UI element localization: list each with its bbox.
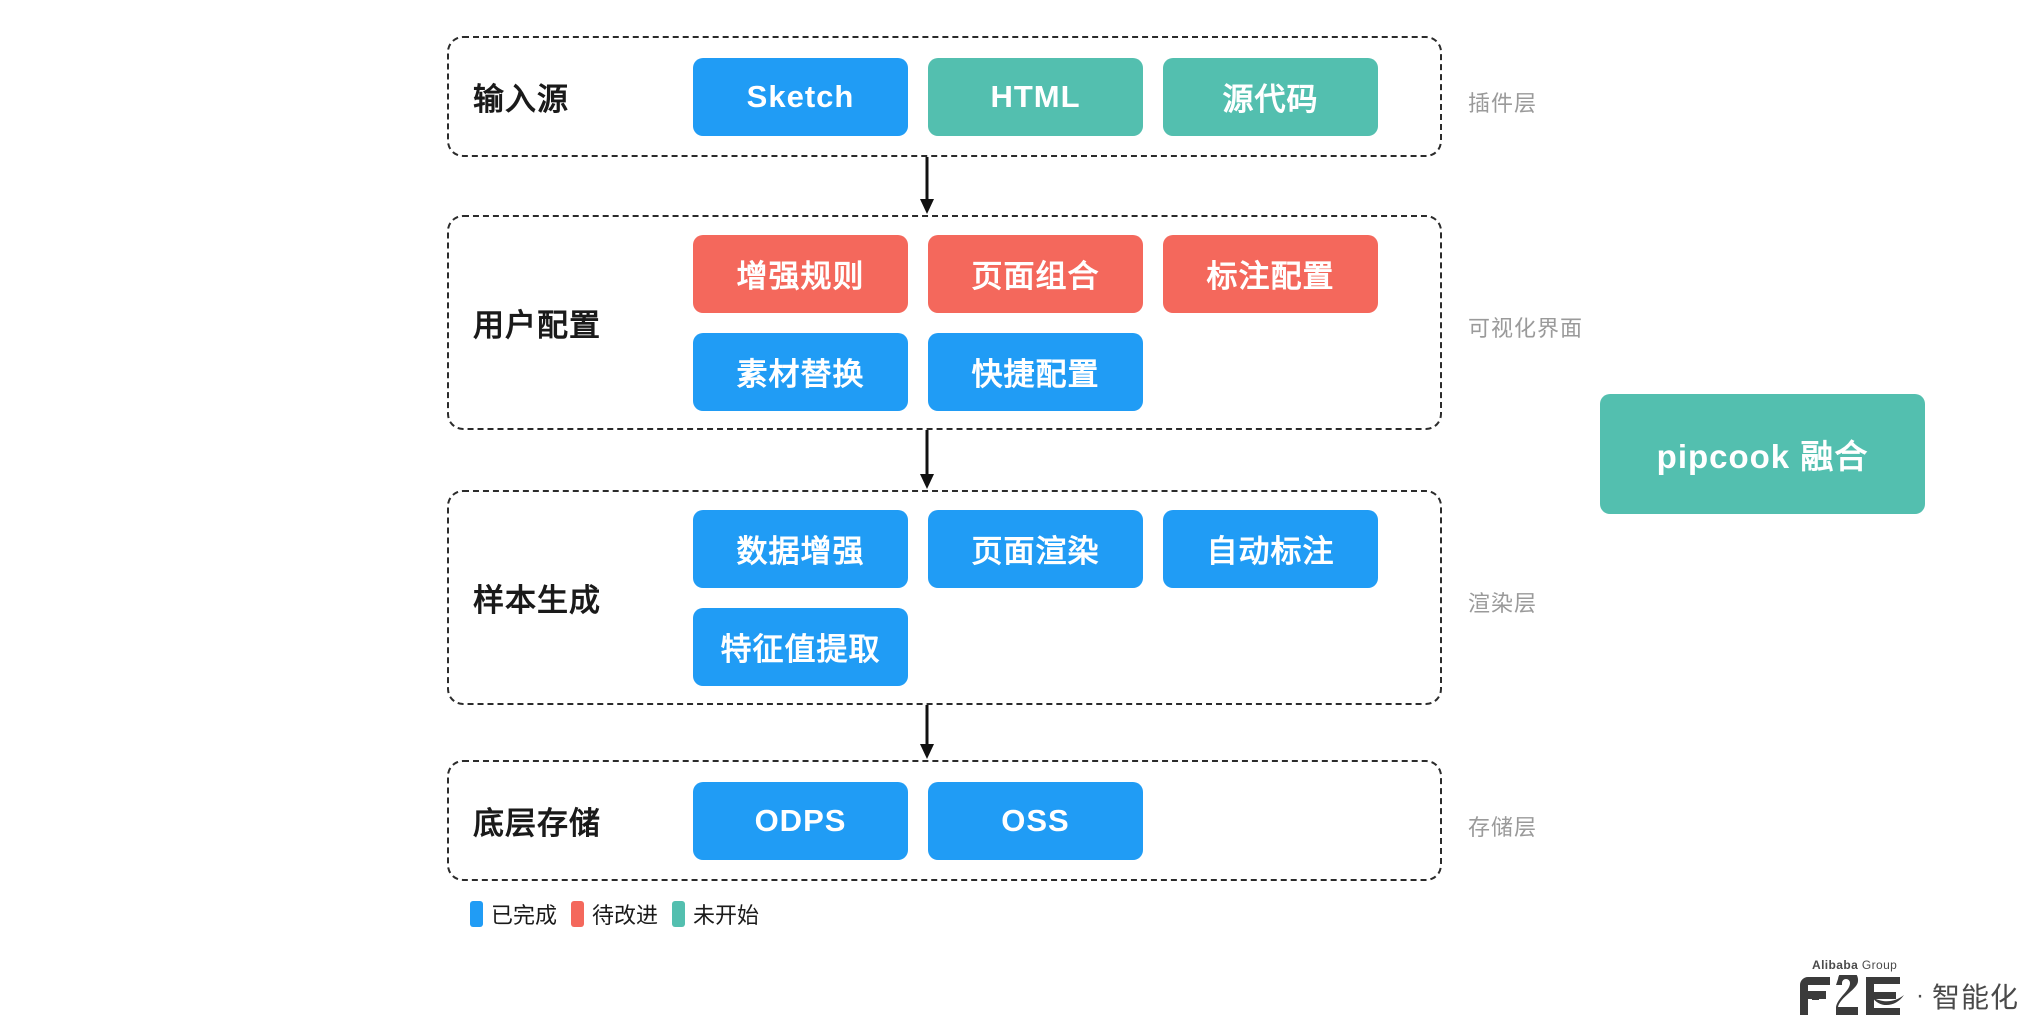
brand-bottom-row: · 智能化	[1796, 975, 2019, 1017]
chip-asset-replacement[interactable]: 素材替换	[693, 332, 908, 411]
legend-label-done: 已完成	[491, 903, 558, 928]
chip-data-augmentation[interactable]: 数据增强	[693, 509, 908, 588]
legend-label-needs-improvement: 待改进	[592, 903, 659, 928]
layer-title-storage: 底层存储	[473, 806, 601, 841]
layer-sample-generation: 样本生成 数据增强 页面渲染 自动标注 特征值提取	[447, 490, 1442, 705]
arrow-sample-to-storage	[918, 705, 936, 760]
chip-auto-annotation[interactable]: 自动标注	[1163, 509, 1378, 588]
layer-title-user-config: 用户配置	[473, 308, 601, 343]
chip-source-code[interactable]: 源代码	[1163, 57, 1378, 136]
legend-label-not-started: 未开始	[693, 903, 760, 928]
legend-swatch-done-icon	[470, 901, 483, 927]
layer-title-sample-generation: 样本生成	[473, 583, 601, 618]
layer-input-source: 输入源 Sketch HTML 源代码	[447, 36, 1442, 157]
chip-html[interactable]: HTML	[928, 57, 1143, 136]
legend-item-needs-improvement: 待改进	[571, 898, 658, 930]
legend-item-done: 已完成	[470, 898, 557, 930]
side-label-storage-layer: 存储层	[1468, 815, 1538, 840]
arrow-input-to-config	[918, 157, 936, 215]
chip-oss[interactable]: OSS	[928, 781, 1143, 860]
legend-swatch-not-started-icon	[672, 901, 686, 927]
chip-group-storage: ODPS OSS	[693, 781, 1440, 860]
chip-enhancement-rules[interactable]: 增强规则	[693, 234, 908, 313]
brand-logo: Alibaba Group · 智能化	[1796, 958, 2019, 1017]
side-label-render-layer: 渲染层	[1468, 591, 1538, 616]
brand-separator-dot: ·	[1916, 982, 1924, 1009]
arrow-config-to-sample	[918, 430, 936, 490]
chip-group-input-source: Sketch HTML 源代码	[693, 57, 1440, 136]
layer-storage: 底层存储 ODPS OSS	[447, 760, 1442, 881]
side-label-visual-interface: 可视化界面	[1468, 316, 1584, 341]
legend-swatch-needs-improvement-icon	[571, 901, 585, 927]
chip-spacer	[928, 608, 1143, 686]
layer-title-input-source: 输入源	[473, 82, 569, 117]
brand-alibaba-strong: Alibaba	[1812, 958, 1859, 972]
chip-group-sample-generation: 数据增强 页面渲染 自动标注 特征值提取	[693, 509, 1408, 686]
brand-alibaba-group: Alibaba Group	[1812, 958, 1897, 972]
chip-feature-extraction[interactable]: 特征值提取	[693, 607, 908, 686]
chip-group-user-config: 增强规则 页面组合 标注配置 素材替换 快捷配置	[693, 234, 1408, 411]
layer-user-config: 用户配置 增强规则 页面组合 标注配置 素材替换 快捷配置	[447, 215, 1442, 430]
chip-odps[interactable]: ODPS	[693, 781, 908, 860]
chip-sketch[interactable]: Sketch	[693, 57, 908, 136]
brand-group-light: Group	[1858, 958, 1898, 972]
chip-quick-config[interactable]: 快捷配置	[928, 332, 1143, 411]
legend: 已完成 待改进 未开始	[470, 898, 759, 930]
side-label-plugin-layer: 插件层	[1468, 91, 1538, 116]
chip-page-composition[interactable]: 页面组合	[928, 234, 1143, 313]
legend-item-not-started: 未开始	[672, 898, 759, 930]
f2e-logo-icon	[1800, 975, 1904, 1015]
pipcook-integration-box[interactable]: pipcook 融合	[1600, 394, 1925, 514]
chip-page-rendering[interactable]: 页面渲染	[928, 509, 1143, 588]
chip-annotation-config[interactable]: 标注配置	[1163, 234, 1378, 313]
brand-suffix: 智能化	[1932, 982, 2020, 1013]
